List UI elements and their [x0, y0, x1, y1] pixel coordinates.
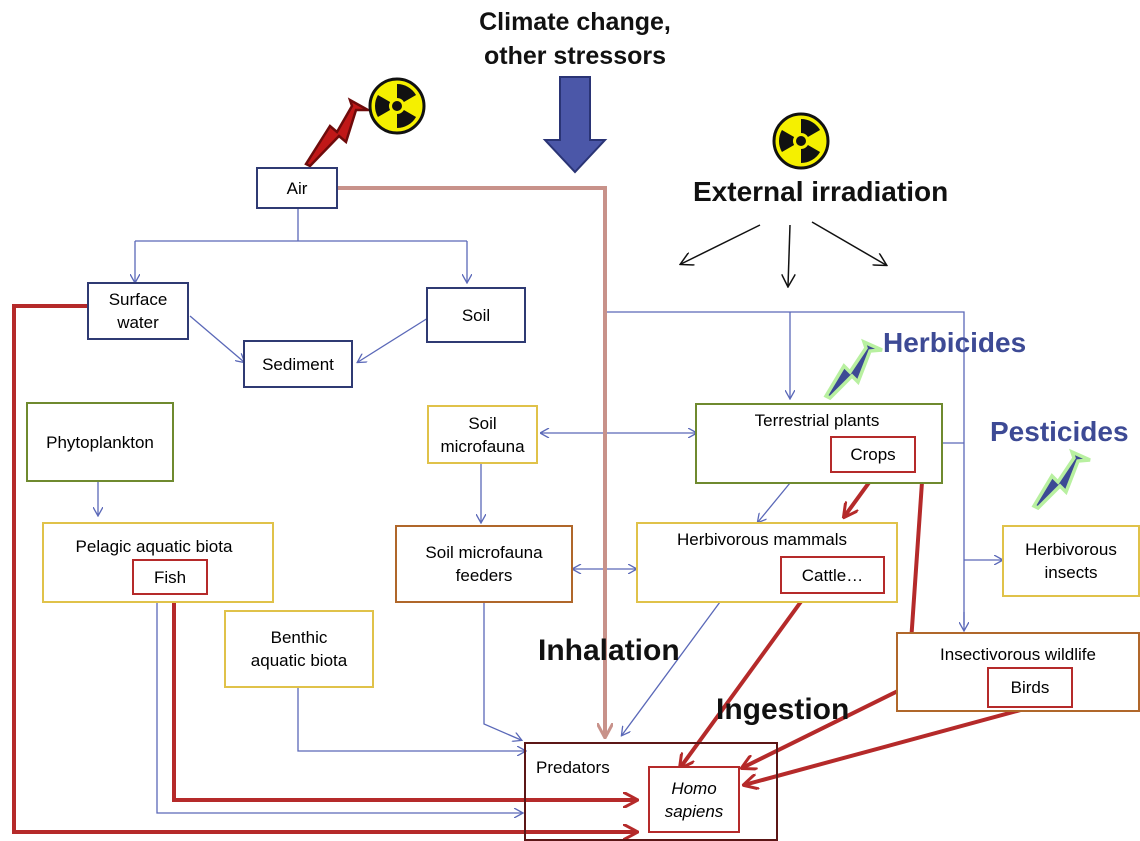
benthic-to-predators: [297, 687, 525, 751]
irradiation-arrow-mid: [788, 224, 790, 286]
insectivorous-wildlife-label: Insectivorous wildlife: [940, 645, 1096, 664]
plants-to-mammals: [758, 482, 791, 522]
radiation-icon-external: [772, 112, 830, 170]
node-soil-microfauna: Soil microfauna: [427, 405, 538, 464]
feeders-to-predators: [483, 602, 521, 740]
herbivorous-mammals-label: Herbivorous mammals: [676, 530, 848, 549]
soil-to-sediment: [358, 317, 429, 362]
node-homo-sapiens: Homo sapiens: [648, 766, 740, 833]
node-fish: Fish: [132, 559, 208, 595]
terrestrial-plants-label: Terrestrial plants: [754, 411, 880, 430]
surface-water-to-homo: [12, 304, 637, 832]
node-benthic-aquatic-biota: Benthic aquatic biota: [224, 610, 374, 688]
climate-arrow: [542, 76, 608, 174]
inhalation-label: Inhalation: [538, 634, 680, 667]
mammals-to-predators: [622, 601, 721, 735]
node-soil: Soil: [426, 287, 526, 343]
node-predators: Predators: [524, 742, 778, 841]
pelagic-aquatic-biota-label: Pelagic aquatic biota: [75, 537, 233, 556]
lightning-bolt-red-icon: [304, 97, 373, 168]
node-birds: Birds: [987, 667, 1073, 708]
irradiation-arrow-right: [811, 221, 886, 265]
surface-water-to-sediment: [189, 315, 244, 362]
pesticides-label: Pesticides: [990, 416, 1129, 447]
climate-change-label: Climate change, other stressors: [479, 8, 671, 70]
air-branch: [135, 207, 467, 242]
node-air: Air: [256, 167, 338, 209]
fish-to-homo: [172, 595, 637, 800]
lightning-bolt-pesticides-icon: [1031, 448, 1091, 510]
lightning-bolt-herbicides-icon: [823, 338, 883, 400]
radiation-icon-air: [368, 77, 426, 135]
external-irradiation-label: External irradiation: [693, 176, 949, 207]
ingestion-label: Ingestion: [716, 693, 850, 726]
irradiation-arrow-left: [681, 224, 761, 264]
node-crops: Crops: [830, 436, 916, 473]
node-soil-microfauna-feeders: Soil microfauna feeders: [395, 525, 573, 603]
node-herbivorous-insects: Herbivorous insects: [1002, 525, 1140, 597]
node-cattle: Cattle…: [780, 556, 885, 594]
irradiation-plants-branch: [606, 311, 965, 625]
pelagic-to-predators: [156, 601, 522, 813]
predators-label: Predators: [536, 758, 610, 777]
node-surface-water: Surface water: [87, 282, 189, 340]
birds-to-homo: [744, 706, 1029, 785]
herbicides-label: Herbicides: [883, 327, 1027, 358]
inhalation-line: [338, 186, 605, 737]
node-sediment: Sediment: [243, 340, 353, 388]
cattle-to-homo: [680, 590, 810, 768]
node-phytoplankton: Phytoplankton: [26, 402, 174, 482]
